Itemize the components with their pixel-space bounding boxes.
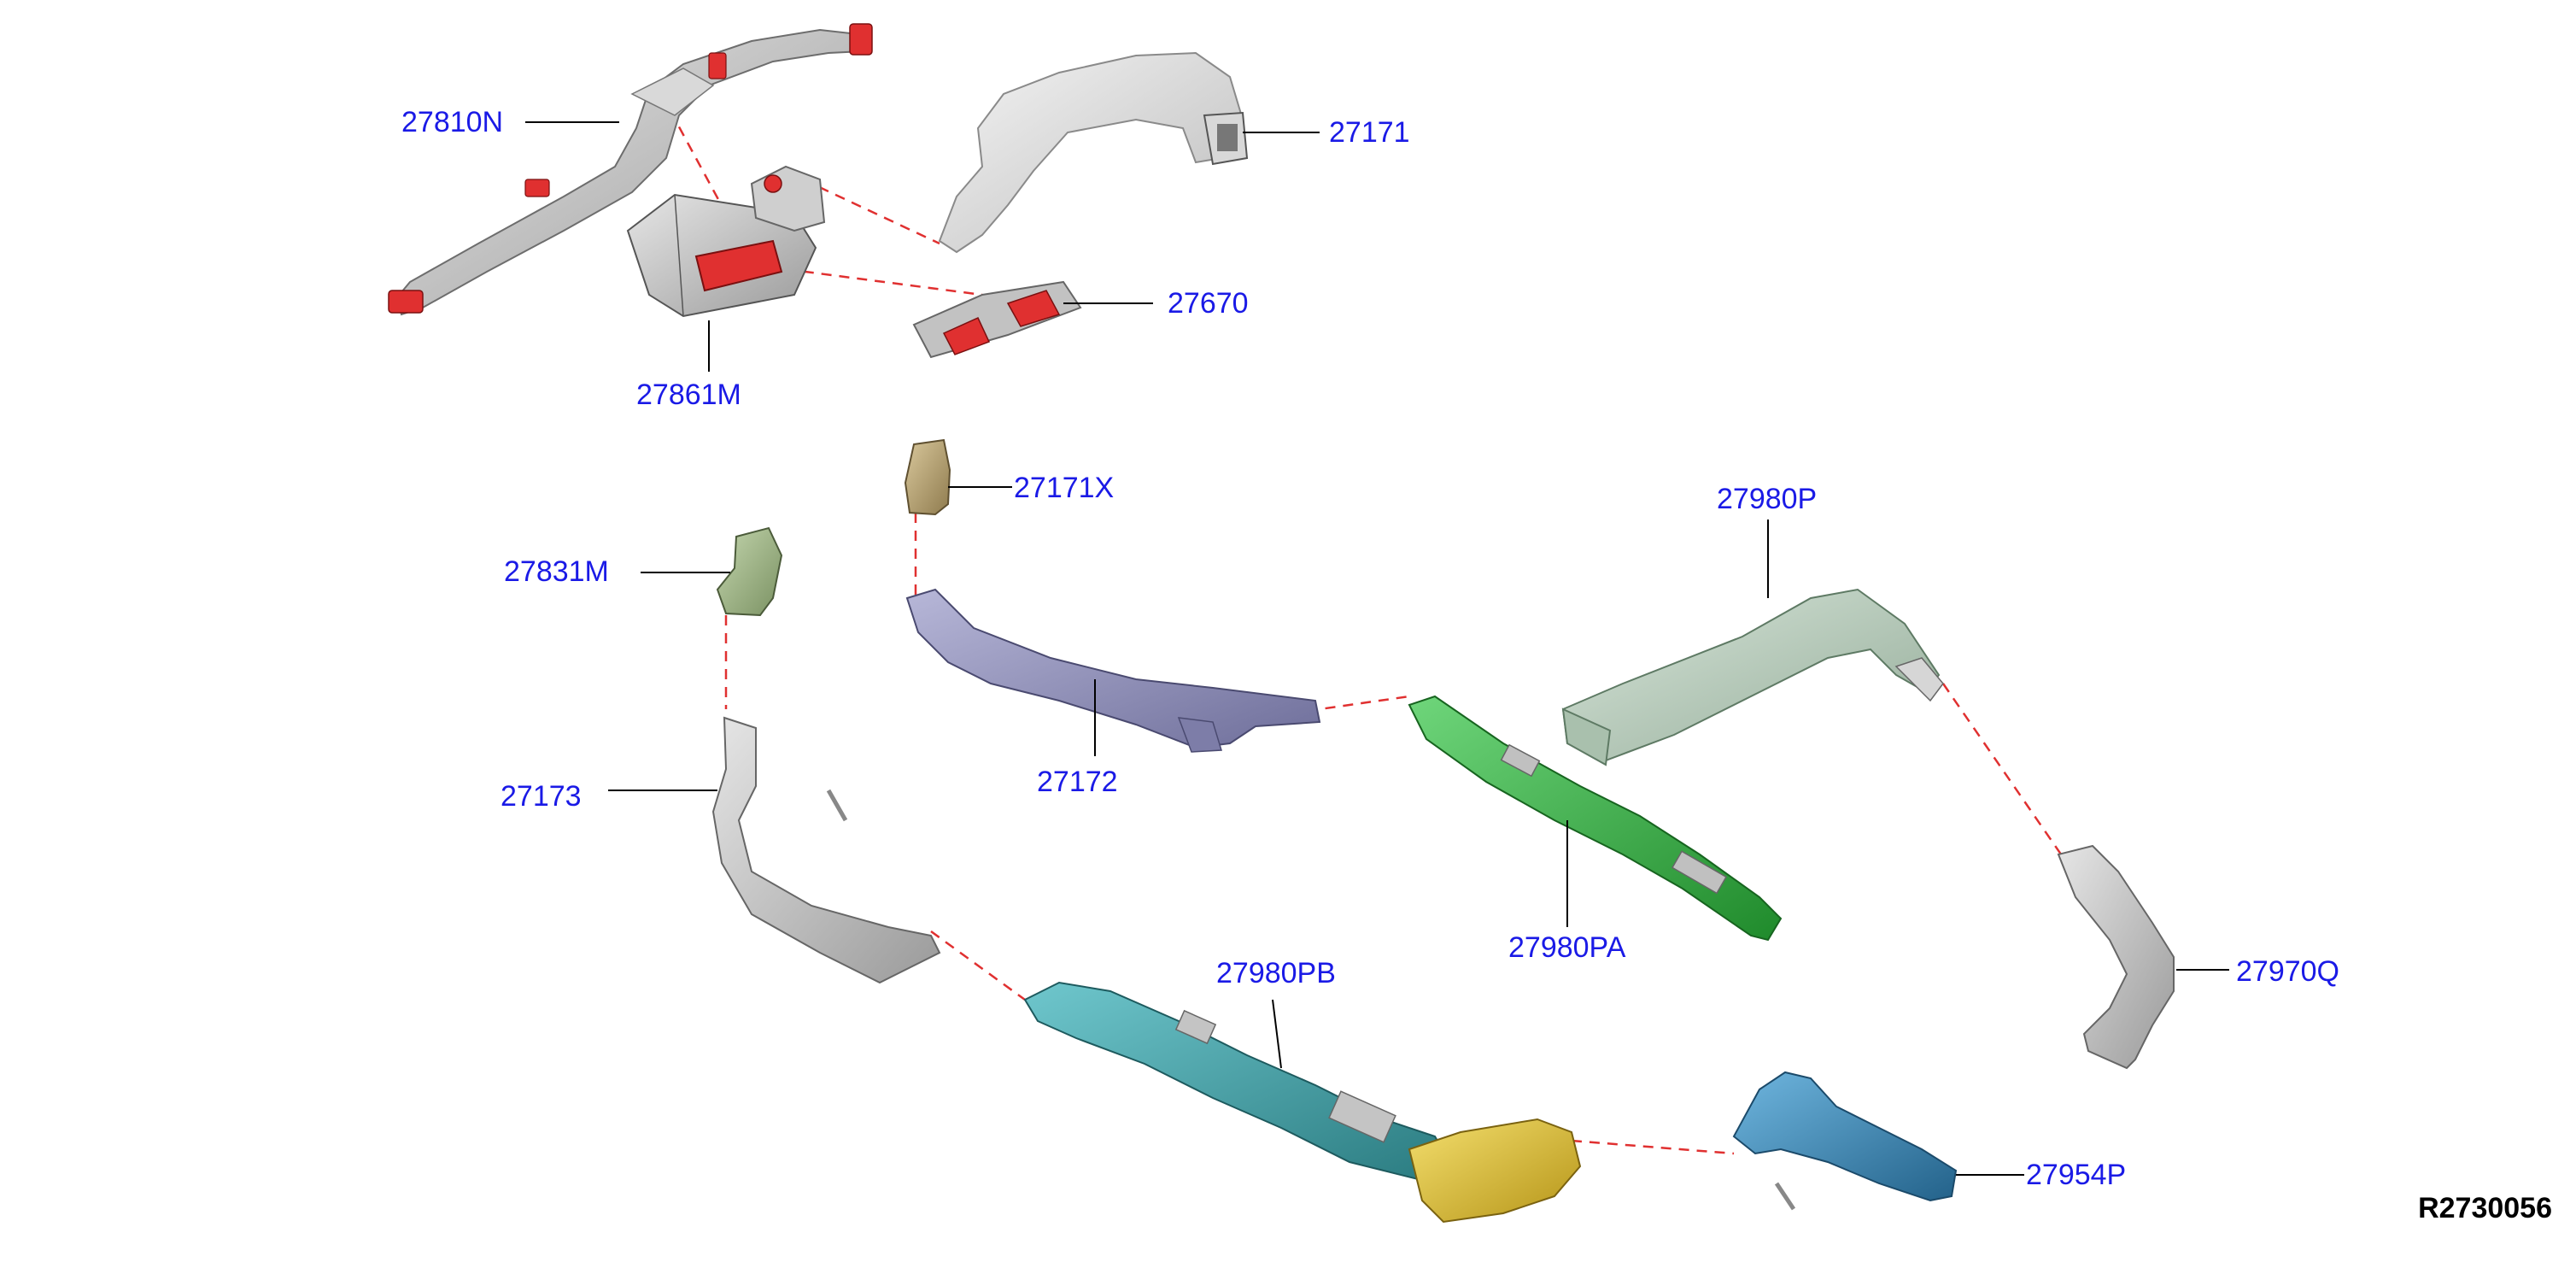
label-27831M: 27831M <box>504 555 609 588</box>
label-27980PA: 27980PA <box>1508 931 1626 964</box>
connector-lines <box>669 110 2069 1155</box>
part-27861M-shape <box>626 165 826 318</box>
label-27670: 27670 <box>1168 287 1249 320</box>
label-27171X: 27171X <box>1014 472 1115 504</box>
part-27970Q-shape <box>2057 844 2175 1070</box>
part-27171-shape <box>938 51 1249 254</box>
part-27980PB-shape <box>1023 981 1454 1181</box>
part-27172-shape <box>905 588 1321 753</box>
label-27861M: 27861M <box>636 379 741 411</box>
leader-lines <box>525 121 2229 1176</box>
part-27954P-shape <box>1732 1071 1958 1211</box>
part-27980P-shape <box>1561 588 1944 766</box>
part-27670-shape <box>912 280 1082 359</box>
diagram-reference-code: R2730056 <box>2418 1192 2552 1224</box>
label-27810N: 27810N <box>401 106 504 138</box>
yellow-floor-duct-shape <box>1408 1118 1582 1224</box>
part-27810N-shape <box>388 23 873 316</box>
label-27970Q: 27970Q <box>2236 955 2339 988</box>
label-27954P: 27954P <box>2026 1159 2127 1191</box>
label-27173: 27173 <box>501 780 582 813</box>
part-27173-shape <box>711 716 941 984</box>
label-27172: 27172 <box>1037 766 1118 798</box>
label-27171: 27171 <box>1329 116 1410 149</box>
part-27831M-shape <box>716 526 783 617</box>
label-27980P: 27980P <box>1717 483 1818 515</box>
part-27171X-shape <box>904 438 951 516</box>
label-27980PB: 27980PB <box>1216 957 1336 989</box>
part-27980PA-shape <box>1408 695 1783 942</box>
